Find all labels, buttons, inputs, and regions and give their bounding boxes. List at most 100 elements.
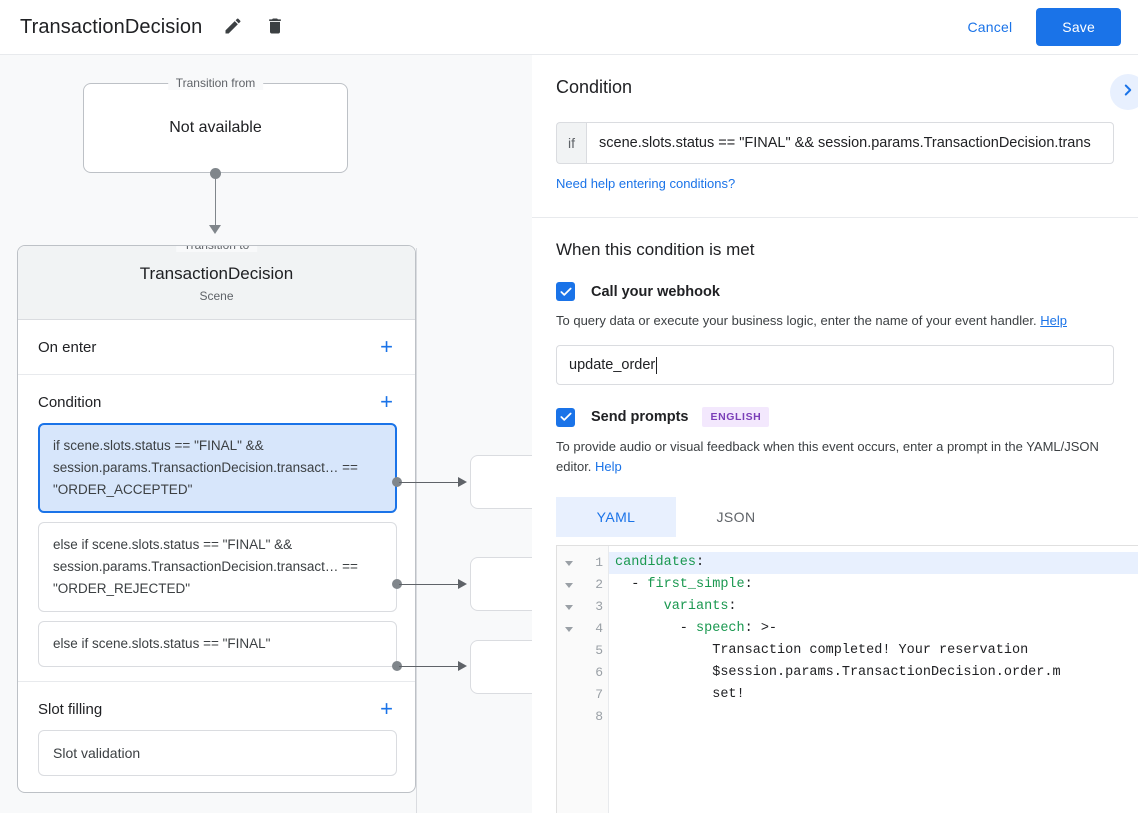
condition-title: Condition (38, 393, 102, 411)
code-line: - first_simple: (615, 577, 753, 592)
add-slot-filling-button[interactable]: + (376, 698, 397, 720)
line-number: 2 (595, 577, 603, 592)
code-line: candidates: (609, 552, 1138, 574)
on-enter-title: On enter (38, 338, 97, 356)
add-condition-button[interactable]: + (376, 391, 397, 413)
add-on-enter-button[interactable]: + (376, 336, 397, 358)
condition-list: if scene.slots.status == "FINAL" && sess… (18, 423, 415, 681)
branch-arrow-1 (458, 476, 467, 487)
transition-to-legend: Transition to (175, 246, 258, 252)
transition-from-value: Not available (169, 119, 262, 136)
tab-yaml[interactable]: YAML (556, 497, 676, 537)
condition-section: Condition if Need help entering conditio… (532, 55, 1138, 193)
section-slot-filling: Slot filling + Slot validation (18, 682, 415, 776)
scene-name: TransactionDecision (139, 264, 294, 283)
section-on-enter: On enter + (18, 320, 415, 375)
branch-dot-3 (392, 661, 402, 671)
scene-type-label: Scene (199, 289, 234, 303)
line-number: 3 (595, 599, 603, 614)
edit-name-button[interactable] (216, 10, 250, 44)
code-line: - speech: >- (615, 621, 778, 636)
tab-json[interactable]: JSON (716, 509, 756, 525)
line-number: 8 (595, 709, 603, 724)
branch-arrow-3 (458, 660, 467, 671)
editor-code-area[interactable]: candidates: - first_simple: variants: - … (609, 546, 1138, 813)
condition-help-link[interactable]: Need help entering conditions? (556, 176, 736, 191)
fold-toggle-1[interactable] (557, 552, 581, 574)
chevron-down-icon (565, 582, 573, 588)
canvas-column-rule (416, 248, 417, 813)
chevron-down-icon (565, 604, 573, 610)
yaml-editor[interactable]: 1 2 3 4 5 6 7 8 candidates: - first_simp… (556, 545, 1138, 813)
scene-graph-canvas[interactable]: Transition from Not available Transition… (0, 55, 532, 813)
line-number: 4 (595, 621, 603, 636)
branch-dot-1 (392, 477, 402, 487)
call-webhook-description-text: To query data or execute your business l… (556, 313, 1037, 328)
branch-target-box-1[interactable] (470, 455, 532, 509)
call-webhook-checkbox[interactable] (556, 282, 575, 301)
connector-arrowhead (209, 225, 221, 234)
transition-from-box: Transition from Not available (83, 76, 348, 173)
code-line: variants: (663, 599, 737, 614)
transition-from-legend: Transition from (167, 76, 264, 90)
expand-panel-button[interactable] (1110, 74, 1138, 110)
editor-format-tabs: YAML JSON (556, 497, 1114, 537)
branch-target-box-2[interactable] (470, 557, 532, 611)
condition-header: Condition + (18, 375, 415, 423)
fold-toggle-3[interactable] (557, 596, 581, 618)
event-handler-value: update_order (569, 357, 656, 373)
panel-divider (532, 217, 1138, 218)
pencil-icon (223, 16, 243, 39)
trash-icon (265, 16, 285, 39)
editor-line-numbers: 1 2 3 4 5 6 7 8 (581, 546, 609, 813)
delete-button[interactable] (258, 10, 292, 44)
code-line: $session.params.TransactionDecision.orde… (712, 665, 1061, 680)
branch-arrow-2 (458, 578, 467, 589)
on-enter-header: On enter + (18, 320, 415, 374)
condition-item-rejected[interactable]: else if scene.slots.status == "FINAL" &&… (38, 522, 397, 612)
code-line (609, 706, 1138, 728)
chevron-right-icon (1119, 81, 1137, 104)
call-webhook-description: To query data or execute your business l… (556, 311, 1114, 331)
when-condition-met-section: When this condition is met Call your web… (532, 218, 1138, 537)
send-prompts-row: Send prompts ENGLISH (556, 407, 1114, 427)
branch-line-2 (399, 583, 461, 585)
condition-item-final[interactable]: else if scene.slots.status == "FINAL" (38, 621, 397, 667)
language-badge: ENGLISH (702, 407, 770, 427)
call-webhook-label: Call your webhook (591, 283, 720, 300)
code-line: set! (712, 687, 745, 702)
branch-dot-2 (392, 579, 402, 589)
fold-toggle-2[interactable] (557, 574, 581, 596)
line-number: 5 (595, 643, 603, 658)
fold-toggle-4[interactable] (557, 618, 581, 640)
scene-card: Transition to TransactionDecision Scene … (17, 245, 416, 793)
section-condition: Condition + if scene.slots.status == "FI… (18, 375, 415, 682)
slot-filling-header: Slot filling + (18, 682, 415, 730)
chevron-down-icon (565, 560, 573, 566)
text-caret (656, 356, 658, 374)
connector-line (214, 173, 216, 230)
condition-item-accepted[interactable]: if scene.slots.status == "FINAL" && sess… (38, 423, 397, 513)
chevron-down-icon (565, 626, 573, 632)
branch-target-box-3[interactable] (470, 640, 532, 694)
scene-card-header: TransactionDecision Scene (18, 246, 415, 320)
condition-input[interactable] (586, 122, 1114, 164)
slot-validation-item[interactable]: Slot validation (38, 730, 397, 776)
editor-fold-gutter[interactable] (557, 546, 581, 813)
check-icon (559, 410, 573, 424)
line-number: 1 (595, 555, 603, 570)
call-webhook-help-link[interactable]: Help (1040, 313, 1067, 328)
page-title: TransactionDecision (20, 15, 203, 38)
event-handler-field[interactable]: update_order (556, 345, 1114, 385)
send-prompts-label: Send prompts (591, 409, 689, 425)
cancel-button[interactable]: Cancel (954, 10, 1027, 44)
when-condition-met-title: When this condition is met (556, 240, 755, 259)
save-button[interactable]: Save (1036, 8, 1121, 46)
condition-input-row: if (556, 122, 1114, 164)
top-app-bar: TransactionDecision Cancel Save (0, 0, 1138, 55)
branch-line-3 (399, 665, 461, 667)
send-prompts-checkbox[interactable] (556, 407, 575, 427)
send-prompts-description-text: To provide audio or visual feedback when… (556, 439, 1099, 474)
send-prompts-help-link[interactable]: Help (595, 459, 622, 474)
line-number: 6 (595, 665, 603, 680)
